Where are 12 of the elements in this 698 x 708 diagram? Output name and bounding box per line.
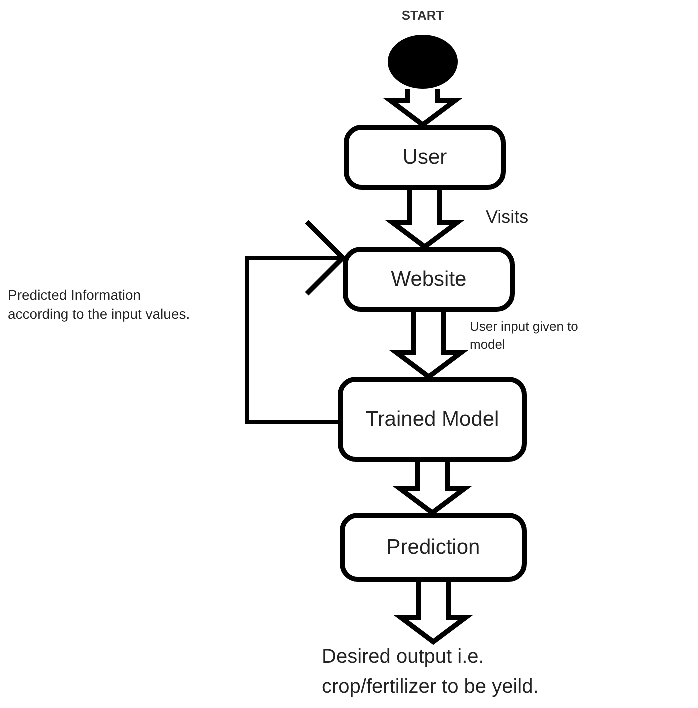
start-label: START xyxy=(400,7,446,25)
box-text: Trained Model xyxy=(366,406,500,433)
block-arrow xyxy=(394,580,473,646)
process-box xyxy=(343,247,515,312)
box-text: Prediction xyxy=(386,534,480,561)
process-box xyxy=(340,513,527,582)
process-box xyxy=(338,377,527,462)
feedback-arrow xyxy=(245,220,346,424)
process-box xyxy=(344,125,506,190)
output-text: Desired output i.e. crop/fertilizer to be yeild. xyxy=(322,645,540,700)
box-text: User xyxy=(402,144,448,171)
box-text: Website xyxy=(391,266,467,293)
